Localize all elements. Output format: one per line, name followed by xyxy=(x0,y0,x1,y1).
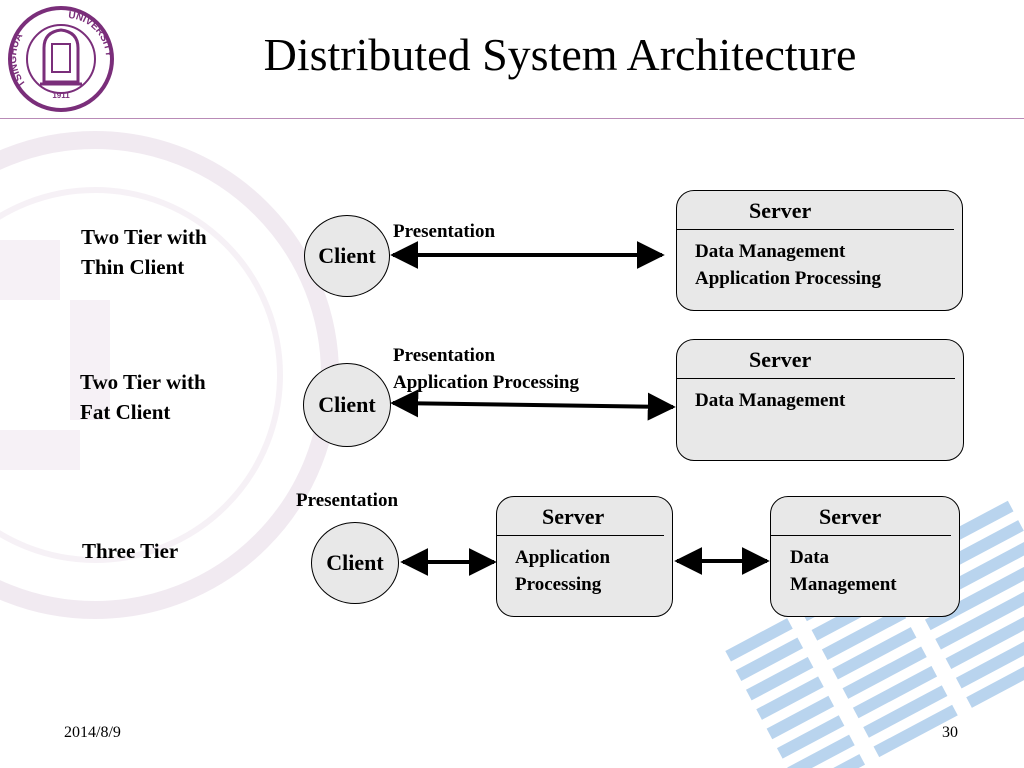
row2-arrow-label-line1: Presentation xyxy=(393,345,496,366)
row3-app-server-body-line1: Application xyxy=(515,547,611,568)
row3-data-server-body-line1: Data xyxy=(790,547,830,568)
bell-icon xyxy=(42,28,80,84)
row2-server-body-line1: Data Management xyxy=(695,390,846,411)
row2-server-box: Server Data Management xyxy=(676,339,964,461)
row2-label-line2: Fat Client xyxy=(80,400,171,424)
row1-label: Two Tier with Thin Client xyxy=(81,222,207,282)
row1-server-body: Data Management Application Processing xyxy=(677,230,962,292)
row3-client-node: Client xyxy=(311,522,399,604)
row2-client-node: Client xyxy=(303,363,391,447)
row3-client-label: Client xyxy=(326,550,384,575)
row3-arrow-label-line1: Presentation xyxy=(296,490,399,511)
row1-client-node: Client xyxy=(304,215,390,297)
row3-data-server-body: Data Management xyxy=(771,536,959,598)
row1-label-line2: Thin Client xyxy=(81,255,185,279)
row3-data-server-body-line2: Management xyxy=(790,574,897,595)
row1-server-title: Server xyxy=(677,191,954,230)
arrow-row2 xyxy=(390,389,676,421)
row3-arrow-label: Presentation xyxy=(296,487,398,514)
row1-client-label: Client xyxy=(318,243,376,268)
row3-app-server-box: Server Application Processing xyxy=(496,496,673,617)
row3-app-server-body: Application Processing xyxy=(497,536,672,598)
row1-arrow-label-line1: Presentation xyxy=(393,221,496,242)
row3-label-line1: Three Tier xyxy=(82,539,179,563)
page-number: 30 xyxy=(942,724,958,741)
row2-server-body: Data Management xyxy=(677,379,963,414)
row3-app-server-body-line2: Processing xyxy=(515,574,602,595)
row3-data-server-title: Server xyxy=(771,497,951,536)
row3-app-server-title: Server xyxy=(497,497,664,536)
row1-label-line1: Two Tier with xyxy=(81,225,207,249)
page-title: Distributed System Architecture xyxy=(263,29,857,80)
row3-label: Three Tier xyxy=(82,536,178,566)
university-seal-icon: TSINGHUA UNIVERSITY 1911 xyxy=(8,6,114,112)
row2-client-label: Client xyxy=(318,392,376,417)
row2-arrow-label: Presentation Application Processing xyxy=(393,342,579,396)
footer-date: 2014/8/9 xyxy=(64,724,121,741)
row2-label-line1: Two Tier with xyxy=(80,370,206,394)
row1-arrow-label: Presentation xyxy=(393,218,495,245)
row1-server-box: Server Data Management Application Proce… xyxy=(676,190,963,311)
row2-label: Two Tier with Fat Client xyxy=(80,367,206,427)
row3-data-server-box: Server Data Management xyxy=(770,496,960,617)
row1-server-body-line2: Application Processing xyxy=(695,268,881,289)
title-divider xyxy=(0,118,1024,119)
row2-arrow-label-line2: Application Processing xyxy=(393,372,579,393)
row1-server-body-line1: Data Management xyxy=(695,241,846,262)
seal-year: 1911 xyxy=(52,91,70,100)
row2-server-title: Server xyxy=(677,340,955,379)
